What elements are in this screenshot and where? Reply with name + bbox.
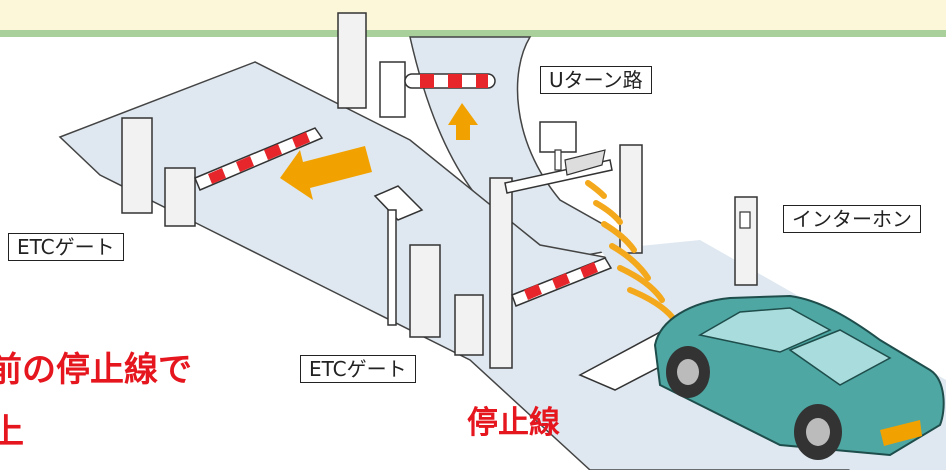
upper-gate bbox=[337, 12, 496, 118]
left-arrow bbox=[280, 146, 372, 200]
u-turn-label: Uターン路 bbox=[540, 66, 652, 94]
stop-line-label: 停止線 bbox=[467, 405, 560, 441]
intercom-label: インターホン bbox=[783, 205, 921, 233]
left-etc-gate bbox=[121, 117, 324, 227]
top-banner-stripe bbox=[0, 30, 946, 37]
caption-line-2: 上 bbox=[0, 412, 24, 452]
radio-waves bbox=[585, 180, 679, 325]
etc-gate-label-left: ETCゲート bbox=[8, 233, 124, 261]
etc-gate-label-bottom: ETCゲート bbox=[300, 355, 416, 383]
bottom-etc-gate bbox=[409, 121, 643, 369]
antenna-sign bbox=[373, 185, 424, 326]
intercom-post bbox=[734, 196, 758, 286]
caption-line-1: 前の停止線で bbox=[0, 350, 192, 390]
top-banner bbox=[0, 0, 946, 30]
car bbox=[653, 294, 945, 460]
up-arrow bbox=[448, 103, 478, 140]
